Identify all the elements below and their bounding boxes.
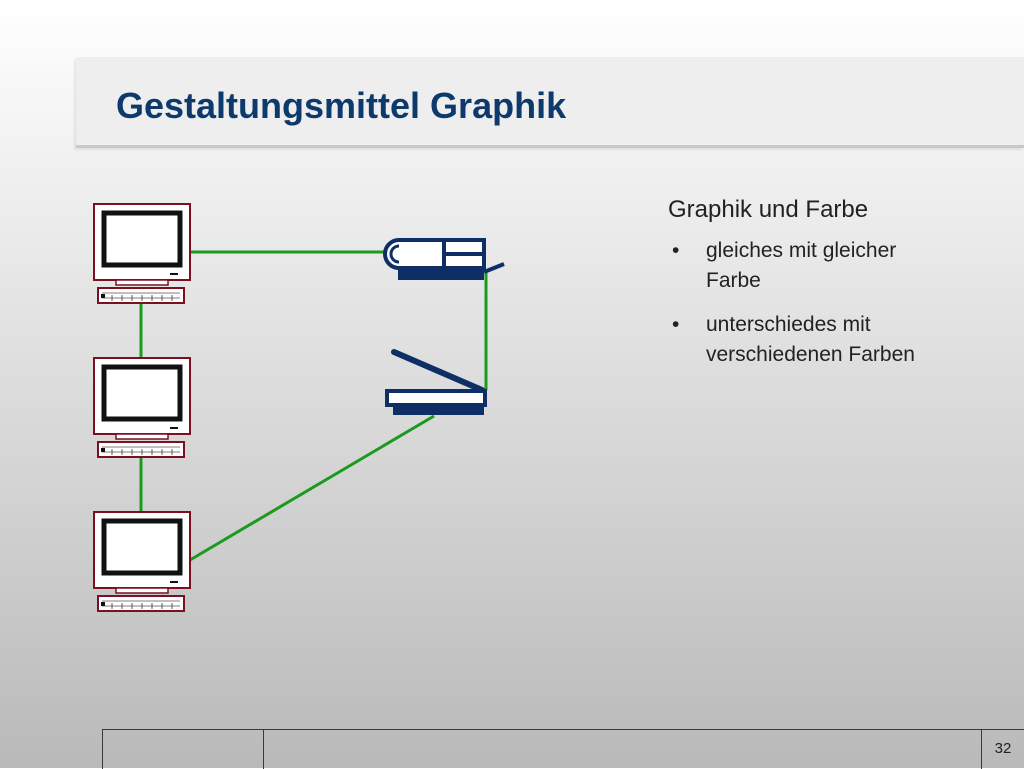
slide-footer: 32 [102, 729, 1024, 769]
computer-icon [94, 204, 190, 303]
bullet-text: gleiches mit gleicher Farbe [706, 239, 897, 292]
page-number: 32 [994, 740, 1012, 757]
list-item: • gleiches mit gleicher Farbe [668, 236, 968, 296]
computer-icon [94, 358, 190, 457]
scanner-icon [385, 349, 487, 415]
bullet-icon: • [672, 239, 680, 262]
bullet-icon: • [672, 313, 680, 336]
slide-title: Gestaltungsmittel Graphik [116, 85, 567, 126]
text-panel: Graphik und Farbe • gleiches mit gleiche… [668, 196, 968, 384]
title-bar: Gestaltungsmittel Graphik [76, 57, 1024, 148]
text-heading: Graphik und Farbe [668, 196, 869, 223]
list-item: • unterschiedes mit verschiedenen Farben [668, 310, 968, 370]
diagram-links [139, 250, 488, 562]
bullet-text: unterschiedes mit verschiedenen Farben [706, 313, 915, 366]
footer-cell [102, 730, 264, 769]
bullet-list: • gleiches mit gleicher Farbe • untersch… [668, 236, 968, 370]
computer-icon [94, 512, 190, 611]
page-number-cell: 32 [981, 730, 1024, 769]
link-computer3-scanner [189, 414, 435, 562]
footer-cell [263, 730, 982, 769]
printer-icon [383, 238, 505, 280]
